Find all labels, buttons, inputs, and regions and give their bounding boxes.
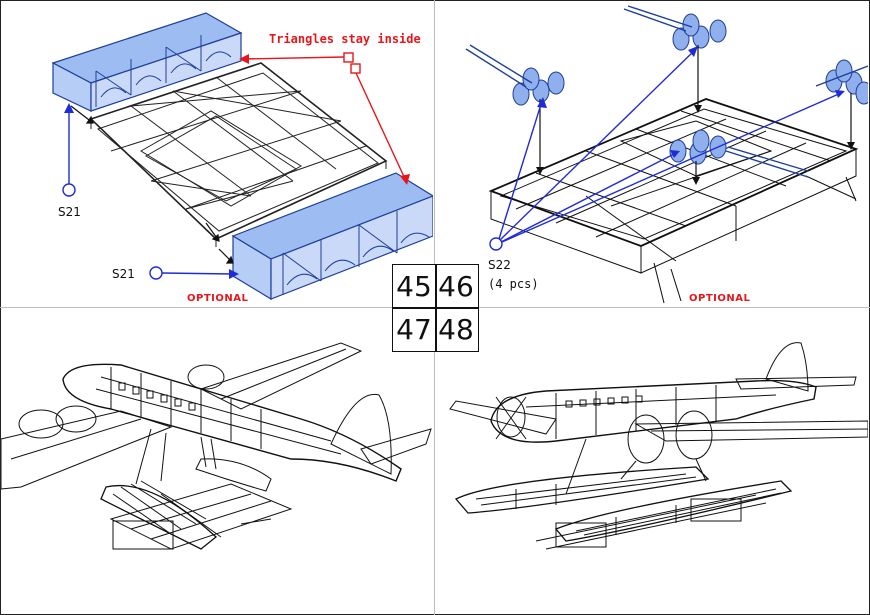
panel-trolley-frame: Triangles stay inside S21 S21 OPTIONAL: [1, 1, 433, 306]
s22-leaders: [489, 48, 842, 251]
optional-label-left: OPTIONAL: [187, 293, 249, 304]
step-number-46: 46: [438, 269, 474, 303]
beaching-wheels-drawing: [465, 5, 868, 304]
step-number-grid: 45 46 47 48: [392, 264, 479, 352]
aircraft-front-drawing: [449, 342, 868, 550]
panel-aircraft-front-view: [436, 309, 868, 614]
s22-label: S22: [488, 258, 511, 272]
s21-upper-rail: [51, 12, 243, 112]
wheel-assemblies: [512, 13, 868, 165]
aircraft-rear-drawing: [1, 342, 432, 550]
step-number-45: 45: [396, 269, 432, 303]
triangle-callout-leaders: [242, 52, 407, 182]
s21-label-upper: S21: [58, 205, 81, 219]
trolley-frame-drawing: [51, 12, 433, 301]
step-number-48: 48: [438, 312, 474, 346]
s21-label-lower: S21: [112, 267, 135, 281]
optional-label-right: OPTIONAL: [689, 293, 751, 304]
step-grid-hline: [393, 307, 478, 309]
s21-lower-rail: [231, 172, 433, 301]
triangles-note: Triangles stay inside: [269, 32, 421, 46]
s22-quantity: (4 pcs): [488, 277, 539, 291]
step-number-47: 47: [396, 312, 432, 346]
panel-aircraft-rear-view: [1, 309, 433, 614]
panel-beaching-wheels: S22 (4 pcs) OPTIONAL: [436, 1, 868, 306]
